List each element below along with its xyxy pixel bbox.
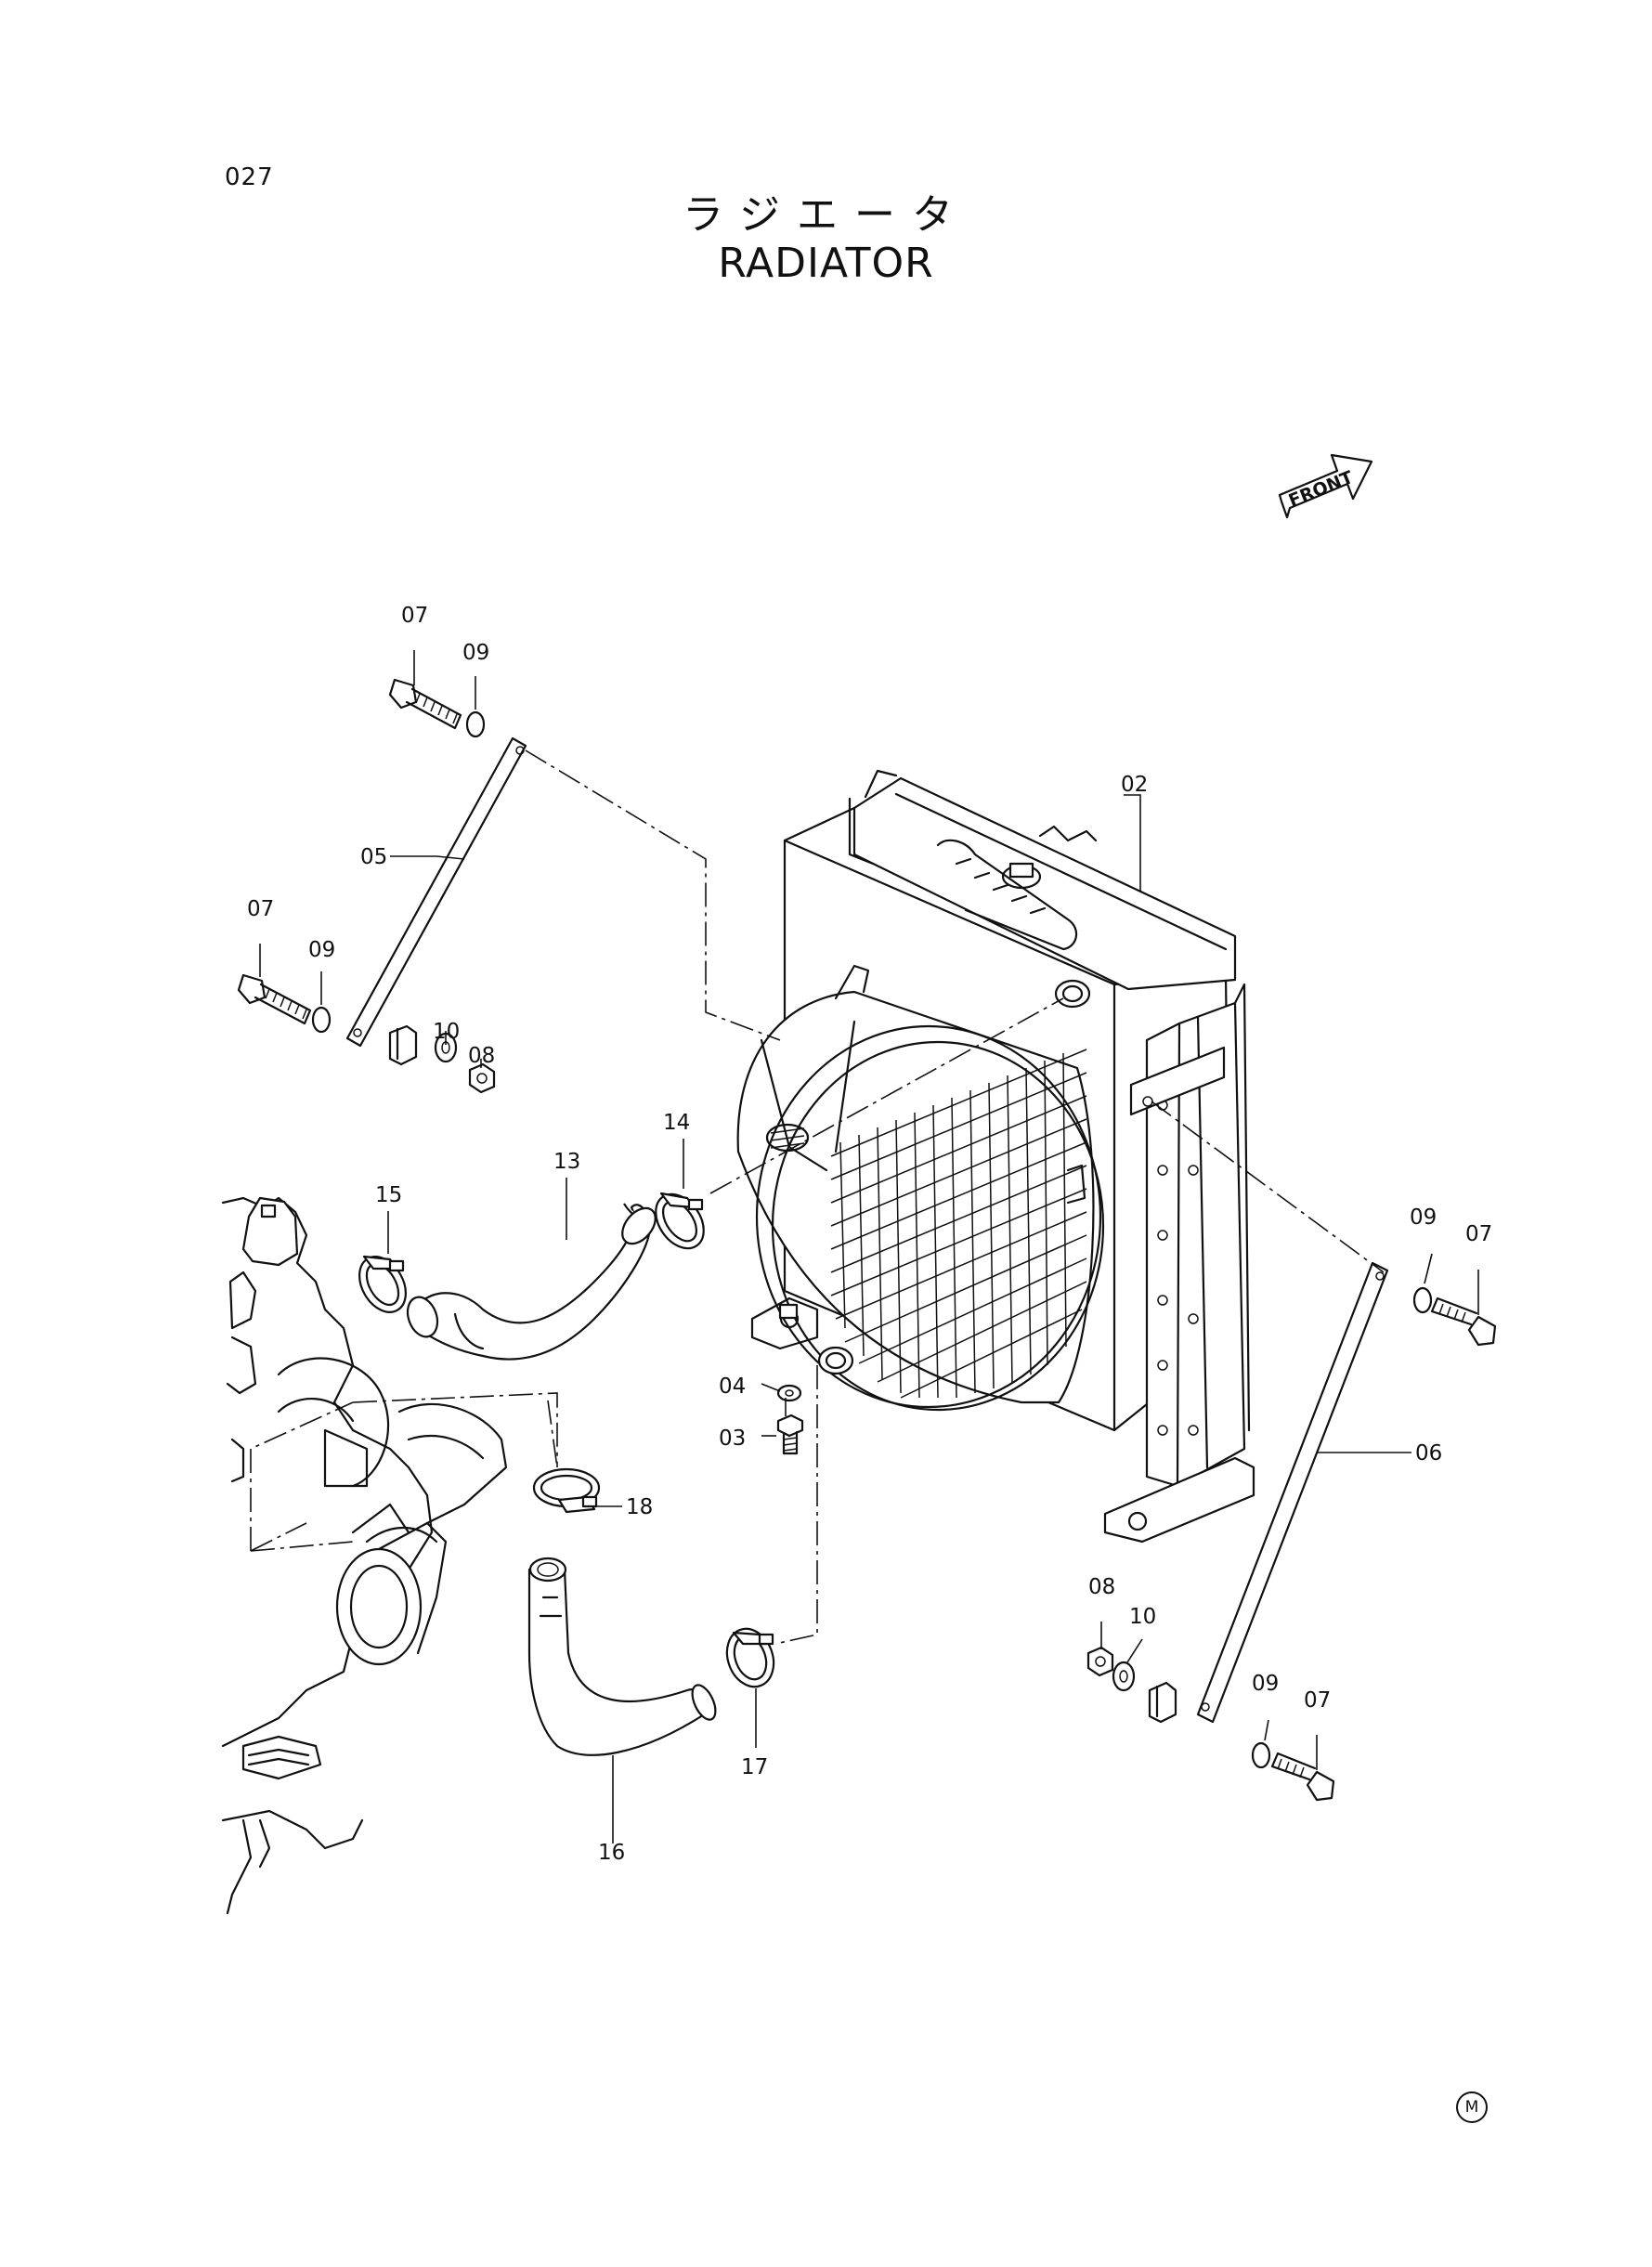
callout-leaders <box>259 650 1479 1844</box>
engine-block <box>221 1196 558 1915</box>
washer-09-c <box>1412 1286 1433 1314</box>
callout-05: 05 <box>360 845 387 869</box>
clip-left <box>388 1024 418 1066</box>
callout-09-b: 09 <box>308 938 335 962</box>
clamp-17 <box>725 1627 775 1688</box>
callout-10-a: 10 <box>433 1020 460 1044</box>
hose-13 <box>406 1203 657 1361</box>
callout-13: 13 <box>553 1150 580 1174</box>
callout-18: 18 <box>626 1495 653 1519</box>
clamp-18 <box>532 1467 601 1514</box>
washer-09-b <box>311 1006 332 1034</box>
assembly-lines <box>525 749 1385 1645</box>
washer-09-d <box>1251 1741 1271 1769</box>
callout-08-b: 08 <box>1088 1575 1115 1599</box>
callout-07-d: 07 <box>1304 1688 1331 1713</box>
bolt-07-c <box>1430 1296 1497 1347</box>
washer-04 <box>776 1384 802 1402</box>
nut-08-b <box>1086 1646 1114 1677</box>
hose-16 <box>527 1557 717 1756</box>
callout-08-a: 08 <box>468 1044 495 1068</box>
callout-labels: 02 03 04 05 06 07 07 07 07 08 08 09 09 0… <box>247 604 1492 1865</box>
callout-10-b: 10 <box>1129 1605 1156 1629</box>
clamp-14 <box>655 1192 705 1250</box>
callout-09-c: 09 <box>1410 1205 1437 1230</box>
callout-06: 06 <box>1415 1441 1442 1466</box>
callout-09-d: 09 <box>1252 1672 1279 1696</box>
radiator-assembly <box>736 769 1255 1544</box>
callout-16: 16 <box>598 1841 625 1865</box>
callout-03: 03 <box>719 1427 746 1451</box>
stay-06 <box>1196 1261 1389 1724</box>
radiator-core-grid <box>830 1049 1087 1399</box>
callout-02: 02 <box>1121 773 1148 797</box>
title-english: RADIATOR <box>718 240 934 287</box>
front-arrow-icon: FRONT <box>1278 453 1373 519</box>
front-label: FRONT <box>1286 467 1357 512</box>
callout-07-b: 07 <box>247 897 274 921</box>
bolt-07-b <box>237 973 312 1025</box>
callout-07-a: 07 <box>401 604 428 628</box>
stay-05 <box>345 736 527 1048</box>
nut-08-a <box>468 1062 496 1094</box>
bolt-07-d <box>1270 1752 1335 1802</box>
clamp-15 <box>358 1255 407 1313</box>
callout-09-a: 09 <box>462 641 489 665</box>
manufacturer-mark: M <box>1456 2091 1488 2123</box>
callout-07-c: 07 <box>1465 1222 1492 1246</box>
callout-17: 17 <box>741 1755 768 1779</box>
bolt-07-a <box>388 678 462 730</box>
callout-04: 04 <box>719 1375 746 1399</box>
washer-10-b <box>1112 1661 1136 1692</box>
washer-09-a <box>465 710 486 738</box>
clip-right <box>1148 1681 1177 1724</box>
bolt-03 <box>776 1414 804 1455</box>
callout-14: 14 <box>663 1111 690 1135</box>
title-japanese: ラジエータ <box>682 191 970 239</box>
page-number: 027 <box>225 163 274 191</box>
callout-15: 15 <box>375 1183 402 1207</box>
